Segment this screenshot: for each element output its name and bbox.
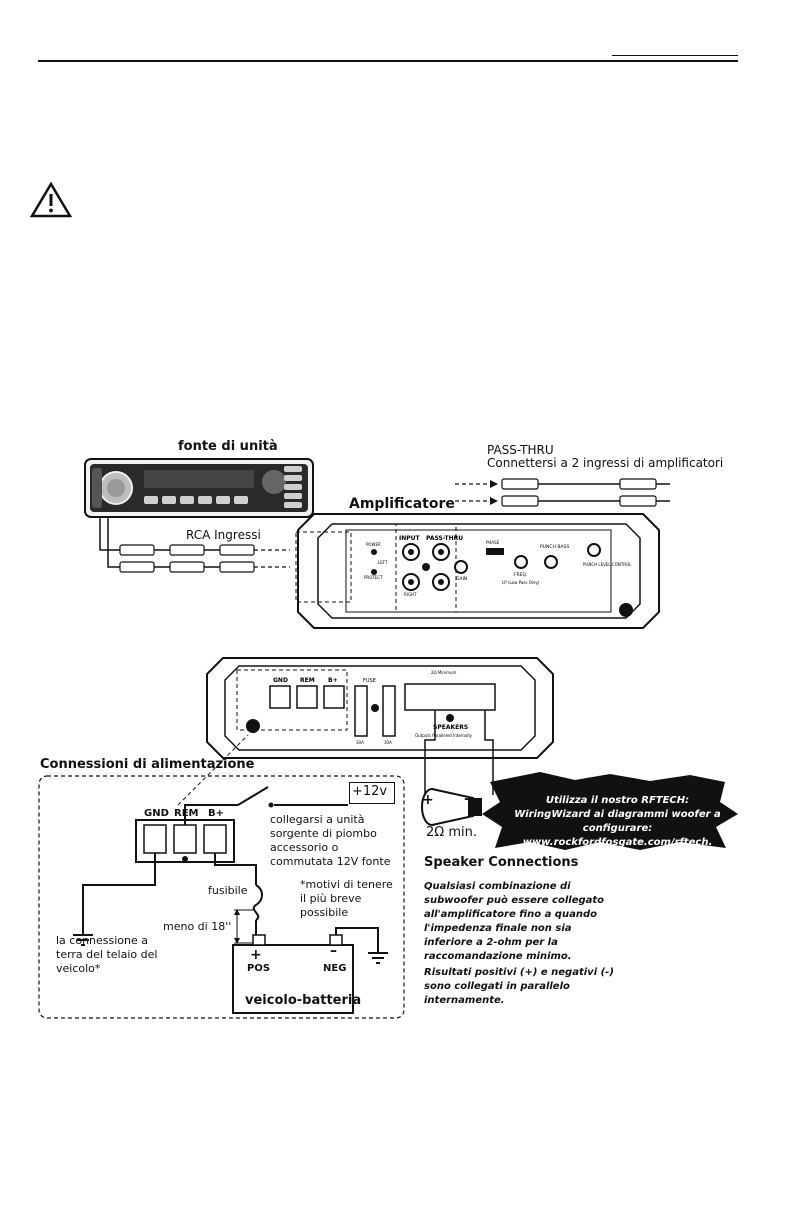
amp-lp-label: LP (Low Pass Only) bbox=[502, 580, 540, 585]
header-rule-right bbox=[612, 55, 738, 56]
amplifier-input-panel: INPUT PASS-THRU POWER PROTECT LEFT RIGHT… bbox=[295, 513, 660, 629]
rca-input-cables bbox=[99, 518, 290, 573]
chassis-ground-note: la connessione a terra del telaio del ve… bbox=[56, 934, 158, 975]
amp-gain-label: GAIN bbox=[456, 576, 467, 582]
amp-fuse-a-label: 30A bbox=[356, 740, 364, 745]
rftech-callout-shape bbox=[482, 772, 738, 850]
speaker-connections-title: Speaker Connections bbox=[424, 855, 579, 870]
pass-thru-title: PASS-THRU bbox=[487, 443, 554, 457]
less-than-label: meno di 18'' bbox=[163, 920, 232, 933]
amplifier-power-panel: GND REM B+ FUSE 30A 30A 2Ω Minimum SPEAK… bbox=[206, 657, 554, 759]
amp-right-label: RIGHT bbox=[404, 592, 417, 597]
speaker-minus: – bbox=[464, 791, 471, 807]
amp-speakers-label: SPEAKERS bbox=[433, 724, 468, 731]
power-rem-label: REM bbox=[174, 808, 199, 819]
amp-bplus-label: B+ bbox=[328, 677, 338, 684]
fuse-label: fusibile bbox=[208, 884, 248, 897]
amp-fuse-label: FUSE bbox=[363, 678, 376, 684]
rftech-callout-text: Utilizza il nostro RFTECH: WiringWizard … bbox=[514, 795, 721, 848]
footer-rule bbox=[38, 1180, 738, 1181]
battery-neg-minus: – bbox=[330, 943, 337, 959]
amp-protect-label: PROTECT bbox=[364, 575, 383, 580]
power-bplus-label: B+ bbox=[208, 808, 225, 819]
amp-speakers-sub-label: Outputs Paralleled Internally bbox=[415, 733, 473, 738]
amp-punch-bass-label: PUNCH BASS bbox=[540, 544, 569, 550]
switch-note: collegarsi a unità sorgente di piombo ac… bbox=[270, 813, 391, 868]
amplifier-title: Amplificatore bbox=[349, 496, 455, 512]
battery-title: veicolo-batteria bbox=[245, 993, 362, 1008]
battery-pos-plus: + bbox=[250, 947, 262, 963]
amp-freq-label: FREQ. bbox=[514, 572, 528, 578]
head-unit bbox=[84, 458, 314, 518]
battery-neg-label: NEG bbox=[323, 963, 347, 974]
amp-phase-label: PHASE bbox=[486, 540, 500, 545]
plus12v-box bbox=[349, 782, 395, 804]
speaker-connections-text-2: Risultati positivi (+) e negativi (-) so… bbox=[424, 967, 614, 1006]
amp-input-label: INPUT bbox=[399, 535, 421, 542]
plus12v-label: +12v bbox=[352, 784, 388, 799]
rca-inputs-label: RCA Ingressi bbox=[186, 528, 261, 542]
amp-ohm-min-label: 2Ω Minimum bbox=[431, 670, 457, 675]
amp-punch-level-label: PUNCH LEVEL CONTROL bbox=[583, 562, 632, 567]
speaker-min-ohm: 2Ω min. bbox=[426, 825, 477, 840]
speaker-cables bbox=[424, 710, 494, 795]
amp-left-label: LEFT bbox=[378, 560, 388, 565]
warning-triangle-icon bbox=[29, 181, 73, 218]
subwoofer-speaker bbox=[421, 788, 482, 826]
power-connections-title: Connessioni di alimentazione bbox=[40, 757, 255, 772]
pass-thru-subtitle: Connettersi a 2 ingressi di amplificator… bbox=[487, 456, 724, 470]
source-unit-title: fonte di unità bbox=[178, 439, 278, 454]
amp-fuse-b-label: 30A bbox=[384, 740, 392, 745]
amp-rem-label: REM bbox=[300, 677, 315, 684]
power-connections-box bbox=[38, 734, 405, 1019]
amp-pass-thru-label: PASS-THRU bbox=[426, 535, 463, 542]
amp-power-label: POWER bbox=[366, 542, 381, 547]
speaker-plus: + bbox=[422, 792, 434, 808]
speaker-connections-text-1: Qualsiasi combinazione di subwoofer può … bbox=[424, 881, 605, 962]
battery-pos-label: POS bbox=[247, 963, 271, 974]
power-gnd-label: GND bbox=[144, 808, 169, 819]
header-rule bbox=[38, 60, 738, 62]
pass-thru-cables bbox=[455, 478, 670, 507]
amp-gnd-label: GND bbox=[273, 677, 288, 684]
keep-short-note: *motivi di tenere il più breve possibile bbox=[300, 878, 393, 919]
